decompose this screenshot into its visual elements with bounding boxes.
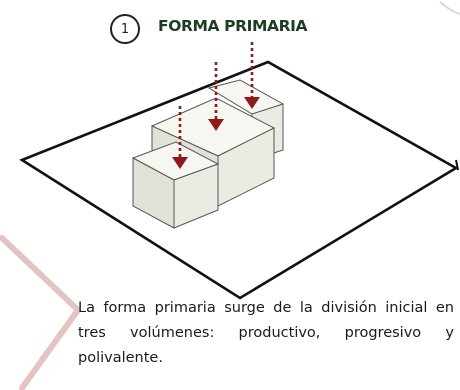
volume-front bbox=[131, 141, 220, 229]
decorative-brush-stroke bbox=[0, 235, 81, 390]
step-number: 1 bbox=[120, 21, 130, 37]
decorative-corner-arc bbox=[439, 1, 460, 15]
dotted-down-arrow-icon bbox=[172, 106, 188, 169]
site-corner-mark bbox=[455, 159, 459, 171]
dotted-down-arrow-icon bbox=[244, 42, 260, 109]
step-title: FORMA PRIMARIA bbox=[158, 17, 308, 35]
dotted-down-arrow-icon bbox=[208, 62, 224, 131]
step-number-badge: 1 bbox=[110, 14, 140, 44]
caption-text: La forma primaria surge de la división i… bbox=[78, 300, 454, 366]
